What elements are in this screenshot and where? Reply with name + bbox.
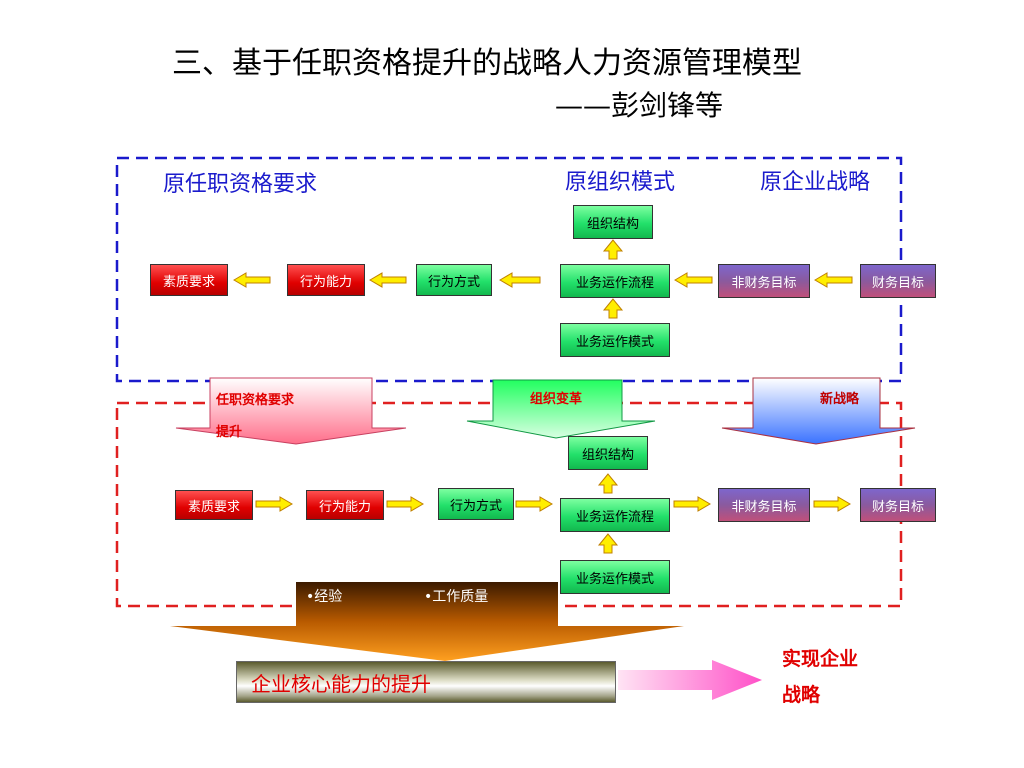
org-change-arrow [466, 379, 656, 439]
core-capability-bar: 企业核心能力的提升 [236, 661, 616, 703]
top-arrow-4 [674, 272, 713, 288]
bottom-ability-box: 行为能力 [306, 490, 384, 520]
top-financial-box: 财务目标 [860, 264, 936, 298]
bottom-flow-arrows [255, 473, 851, 554]
goal-line-2: 战略 [782, 684, 821, 706]
competency-up-arrow [175, 377, 407, 445]
bullet-experience: •经验 [306, 589, 343, 605]
bottom-behavior-box: 行为方式 [438, 488, 514, 520]
label-original-strategy: 原企业战略 [760, 170, 871, 195]
competency-up-label-2: 提升 [216, 425, 243, 440]
bottom-mode-box: 业务运作模式 [560, 560, 670, 594]
top-up-arrow-2 [602, 298, 624, 319]
top-up-arrow-1 [602, 239, 624, 260]
bottom-arrow-4 [673, 496, 711, 512]
top-quality-box: 素质要求 [150, 264, 228, 296]
bottom-structure-box: 组织结构 [568, 436, 648, 470]
goal-line-1: 实现企业 [782, 648, 859, 670]
label-original-competency: 原任职资格要求 [163, 172, 318, 197]
core-capability-label: 企业核心能力的提升 [251, 671, 431, 696]
bottom-up-arrow-1 [597, 473, 619, 494]
top-ability-box: 行为能力 [287, 264, 365, 296]
bottom-arrow-3 [515, 496, 553, 512]
bottom-arrow-2 [386, 496, 424, 512]
bottom-up-arrow-2 [597, 533, 619, 554]
goal-text: 实现企业 战略 [782, 641, 892, 713]
top-structure-box: 组织结构 [573, 205, 653, 239]
top-behavior-box: 行为方式 [416, 264, 492, 296]
top-nonfinancial-box: 非财务目标 [718, 264, 810, 298]
bottom-process-box: 业务运作流程 [560, 498, 670, 532]
bottom-financial-box: 财务目标 [860, 488, 936, 522]
bottom-nonfinancial-box: 非财务目标 [718, 488, 810, 522]
top-mode-box: 业务运作模式 [560, 323, 670, 357]
bottom-quality-box: 素质要求 [175, 490, 253, 520]
bottom-arrow-5 [813, 496, 851, 512]
new-strategy-label: 新战略 [820, 392, 860, 407]
top-arrow-1 [233, 272, 271, 288]
page-title: 三、基于任职资格提升的战略人力资源管理模型 [172, 46, 802, 81]
top-flow-arrows [233, 239, 853, 319]
label-original-org: 原组织模式 [565, 170, 676, 195]
bottom-arrow-1 [255, 496, 293, 512]
top-arrow-5 [814, 272, 853, 288]
funnel-shape [170, 582, 684, 661]
top-process-box: 业务运作流程 [560, 264, 670, 298]
competency-up-label-1: 任职资格要求 [216, 393, 295, 408]
bullet-work-quality: •工作质量 [424, 589, 489, 605]
org-change-label: 组织变革 [530, 392, 583, 407]
page-subtitle: ——彭剑锋等 [555, 89, 724, 122]
top-arrow-2 [369, 272, 407, 288]
new-strategy-arrow [721, 377, 916, 445]
top-arrow-3 [499, 272, 541, 288]
goal-arrow [618, 660, 762, 700]
